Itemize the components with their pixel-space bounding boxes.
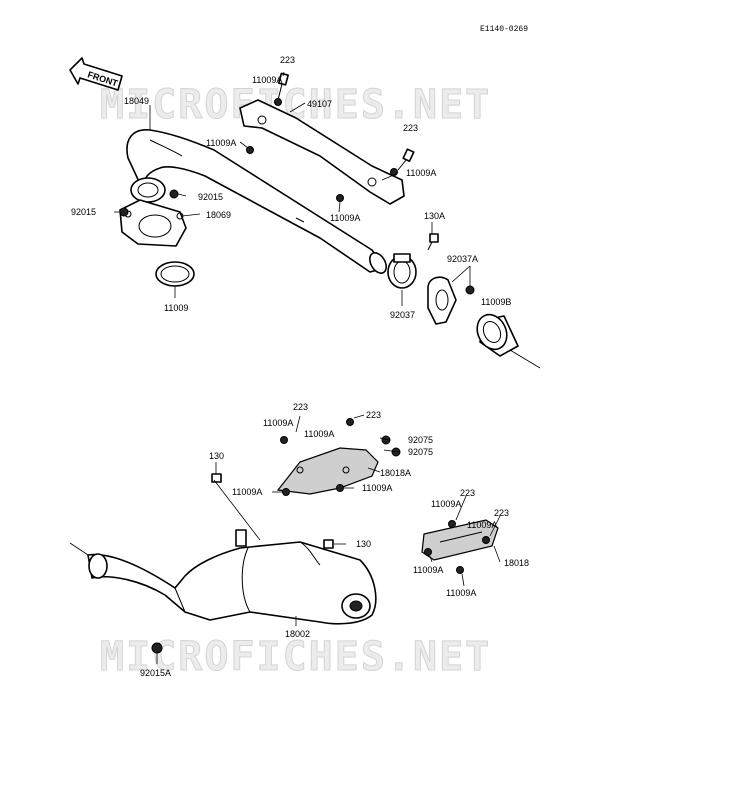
bolt-223-c: [346, 418, 354, 426]
front-arrow: FRONT: [69, 57, 123, 91]
label-11009A-e: 11009A: [263, 418, 293, 428]
washer-11009A-e: [280, 436, 288, 444]
label-11009: 11009: [164, 303, 188, 313]
sleeve: [476, 313, 541, 369]
bolt-223-a: [274, 72, 289, 106]
clamp-92037A: [427, 276, 457, 325]
label-223-f: 223: [494, 508, 509, 518]
bracket: [239, 99, 405, 205]
washer-11009A-h: [336, 484, 344, 492]
label-11009A-c: 11009A: [406, 168, 436, 178]
washer-11009A-c: [246, 146, 254, 154]
label-92037A: 92037A: [447, 254, 478, 264]
nut-92015-b: [119, 207, 129, 217]
header-pipe: [126, 129, 387, 274]
label-11009B: 11009B: [481, 297, 511, 307]
label-130-a: 130: [209, 451, 224, 461]
heat-guard-18018A: [276, 447, 379, 495]
label-11009A-a: 11009A: [252, 75, 282, 85]
bolt-223-b: [390, 148, 415, 176]
watermark-top: MICROFICHES.NET: [100, 82, 491, 128]
label-223-d: 223: [366, 410, 381, 420]
label-18002: 18002: [285, 629, 310, 639]
flange: [119, 199, 187, 247]
label-92075-a: 92075: [408, 435, 433, 445]
nut-92015A: [151, 642, 163, 664]
label-130A: 130A: [424, 211, 445, 221]
bolt-130A: [427, 233, 439, 251]
label-11009A-b: 11009A: [206, 138, 236, 148]
washer-11009B: [465, 285, 475, 295]
washer-11009A-k: [424, 548, 432, 556]
label-130-b: 130: [356, 539, 371, 549]
washer-11009A-l: [456, 566, 464, 574]
label-11009A-f: 11009A: [304, 429, 334, 439]
label-11009A-l: 11009A: [446, 588, 476, 598]
label-223-b: 223: [403, 123, 418, 133]
heat-guard-18018: [421, 519, 499, 561]
nut-92015-a: [169, 189, 179, 199]
label-11009A-i: 11009A: [431, 499, 461, 509]
label-223-c: 223: [293, 402, 308, 412]
part-labels: 18049 223 11009A 49107 11009A 223 11009A…: [71, 55, 529, 678]
label-92015A: 92015A: [140, 668, 171, 678]
label-11009A-k: 11009A: [413, 565, 443, 575]
bolt-130-a: [211, 473, 222, 483]
diagram-code: E1140-0269: [480, 25, 528, 34]
label-18018: 18018: [504, 558, 529, 568]
clamp-92037: [387, 253, 417, 289]
label-92015-b: 92015: [71, 207, 96, 217]
label-223-a: 223: [280, 55, 295, 65]
leader-lines: [114, 71, 501, 626]
label-92037: 92037: [390, 310, 415, 320]
label-18049: 18049: [124, 96, 149, 106]
nut-92075-a: [381, 435, 391, 445]
label-11009A-g: 11009A: [232, 487, 262, 497]
label-92075-b: 92075: [408, 447, 433, 457]
bolt-130-b: [323, 539, 334, 549]
washer-11009A-g: [282, 488, 290, 496]
label-49107: 49107: [307, 99, 332, 109]
label-11009A-d: 11009A: [330, 213, 360, 223]
washer-11009A-i: [448, 520, 456, 528]
label-11009A-h: 11009A: [362, 483, 392, 493]
label-18018A: 18018A: [380, 468, 411, 478]
muffler: [69, 529, 377, 625]
label-223-e: 223: [460, 488, 475, 498]
washer-11009A-d: [336, 194, 344, 202]
label-11009A-j: 11009A: [467, 520, 497, 530]
washer-11009A-j: [482, 536, 490, 544]
watermark-bottom: MICROFICHES.NET: [100, 634, 491, 680]
label-92015-a: 92015: [198, 192, 223, 202]
label-18069: 18069: [206, 210, 231, 220]
